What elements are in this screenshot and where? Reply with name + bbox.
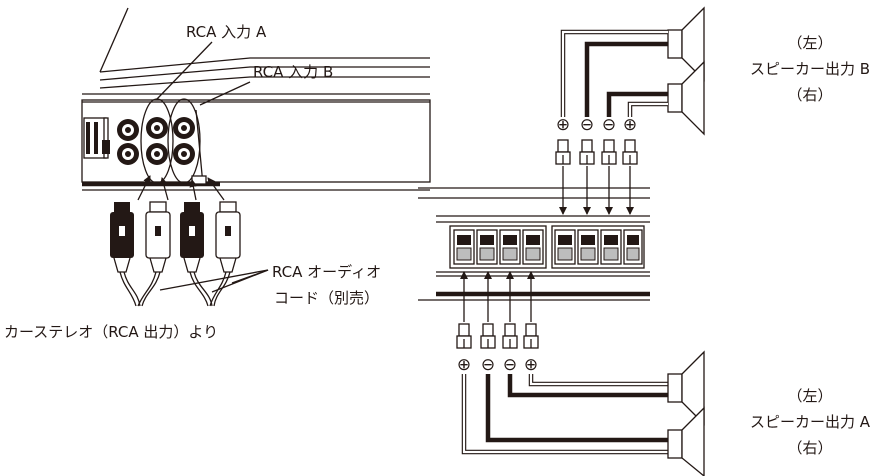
spade-terminal xyxy=(579,139,595,165)
rca-plug-dark xyxy=(110,202,134,273)
rca-jack-input-a-left xyxy=(146,117,168,139)
spade-terminal xyxy=(502,323,518,349)
spade-terminal xyxy=(456,323,472,349)
polarity-symbol: ⊕ xyxy=(623,115,637,135)
rca-input-b-label: RCA 入力 B xyxy=(253,63,334,81)
spade-terminal xyxy=(555,139,571,165)
rca-jack-input-b-left xyxy=(173,117,195,139)
speaker-a-right-icon xyxy=(667,406,705,476)
polarity-symbol: ⊕ xyxy=(556,115,570,135)
rca-audio-cord-label-line1: RCA オーディオ xyxy=(272,263,382,281)
rca-jack-input-a-right xyxy=(146,143,168,165)
input-b-highlight xyxy=(167,98,201,184)
amplifier-speaker-panel xyxy=(418,187,650,301)
rca-jack xyxy=(117,119,139,141)
speaker-terminal-block-a xyxy=(449,225,547,269)
speaker-a-wiring: ⊕ ⊖ ⊖ ⊕ xyxy=(456,271,705,476)
rca-plug-light xyxy=(145,201,171,273)
rca-plug-dark xyxy=(180,202,204,273)
speaker-b-left-label: （左） xyxy=(787,34,833,52)
spade-terminal xyxy=(523,323,539,349)
speaker-a-left-label: （左） xyxy=(787,387,833,405)
polarity-symbol: ⊖ xyxy=(580,115,594,135)
speaker-a-right-label: （右） xyxy=(787,439,833,457)
rca-plug-light xyxy=(215,201,241,273)
polarity-symbol: ⊕ xyxy=(524,355,538,375)
rca-jack-input-b-right xyxy=(173,143,195,165)
polarity-symbol: ⊖ xyxy=(503,355,517,375)
polarity-symbol: ⊖ xyxy=(481,355,495,375)
speaker-b-right-label: （右） xyxy=(787,86,833,104)
rca-audio-cord-label-line2: コード（別売） xyxy=(274,289,380,307)
speaker-a-title-label: スピーカー出力 A xyxy=(749,413,871,431)
rca-audio-cord xyxy=(110,201,269,307)
rca-input-a-label: RCA 入力 A xyxy=(186,23,267,41)
spade-terminal xyxy=(601,139,617,165)
speaker-terminal-block-b xyxy=(551,225,645,269)
polarity-symbol: ⊖ xyxy=(602,115,616,135)
speaker-b-wiring: ⊕ ⊖ ⊖ ⊕ xyxy=(555,6,705,215)
spade-terminal xyxy=(480,323,496,349)
spade-terminal xyxy=(622,139,638,165)
speaker-b-right-icon xyxy=(667,60,705,136)
amplifier-rca-panel xyxy=(81,7,431,201)
rca-jack xyxy=(117,143,139,165)
speaker-a-left-icon xyxy=(667,350,705,426)
polarity-symbol: ⊕ xyxy=(457,355,471,375)
car-stereo-label: カーステレオ（RCA 出力）より xyxy=(4,323,219,341)
speaker-b-title-label: スピーカー出力 B xyxy=(749,60,871,78)
